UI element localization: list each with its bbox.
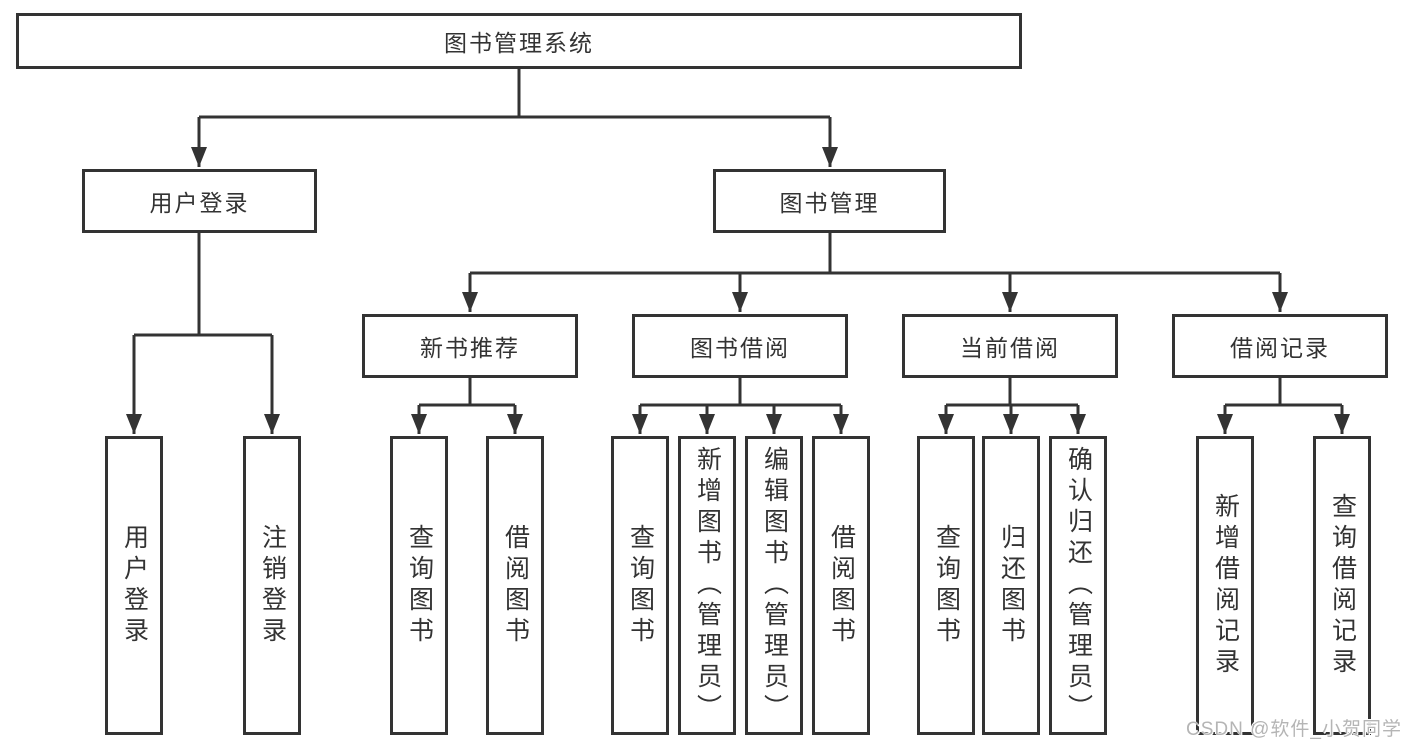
tree-edges — [126, 69, 1350, 434]
leaf-borrow-books-recommend: 借阅图书 — [486, 436, 544, 735]
edge-borrowrecords-leaves — [1225, 378, 1342, 407]
leaf-query-borrow-record: 查询借阅记录 — [1313, 436, 1371, 735]
node-user-login: 用户登录 — [82, 169, 317, 233]
node-borrowing-records: 借阅记录 — [1172, 314, 1388, 378]
leaf-return-books-label: 归还图书 — [997, 523, 1026, 648]
edge-currentborrow-leaves — [946, 378, 1078, 407]
leaf-query-borrow-record-label: 查询借阅记录 — [1328, 492, 1357, 679]
leaf-user-login-label: 用户登录 — [120, 523, 149, 648]
node-new-book-recommend: 新书推荐 — [362, 314, 578, 378]
node-borrowing-records-label: 借阅记录 — [1230, 335, 1330, 361]
edge-bookmgmt-l3 — [470, 233, 1280, 275]
leaf-query-books-label: 查询图书 — [626, 523, 655, 648]
edge-newbooks-leaves — [419, 378, 515, 407]
leaf-add-borrow-record: 新增借阅记录 — [1196, 436, 1254, 735]
node-new-book-recommend-label: 新书推荐 — [420, 335, 520, 361]
leaf-add-books-admin: 新增图书（管理员） — [678, 436, 736, 735]
leaf-borrow-books: 借阅图书 — [812, 436, 870, 735]
leaf-query-books-current-label: 查询图书 — [932, 523, 961, 648]
leaf-add-borrow-record-label: 新增借阅记录 — [1211, 492, 1240, 679]
leaf-user-login: 用户登录 — [105, 436, 163, 735]
leaf-edit-books-admin-label: 编辑图书（管理员） — [760, 446, 789, 725]
node-current-borrowing: 当前借阅 — [902, 314, 1118, 378]
node-book-borrowing-label: 图书借阅 — [690, 335, 790, 361]
leaf-confirm-return-admin: 确认归还（管理员） — [1049, 436, 1107, 735]
leaf-return-books: 归还图书 — [982, 436, 1040, 735]
leaf-query-books-current: 查询图书 — [917, 436, 975, 735]
leaf-query-books-recommend: 查询图书 — [390, 436, 448, 735]
node-root-system: 图书管理系统 — [16, 13, 1022, 69]
leaf-borrow-books-recommend-label: 借阅图书 — [501, 523, 530, 648]
leaf-borrow-books-label: 借阅图书 — [827, 523, 856, 648]
leaf-query-books-recommend-label: 查询图书 — [405, 523, 434, 648]
node-book-borrowing: 图书借阅 — [632, 314, 848, 378]
node-book-management: 图书管理 — [713, 169, 946, 233]
leaf-edit-books-admin: 编辑图书（管理员） — [745, 436, 803, 735]
edge-root-l2 — [199, 69, 830, 119]
node-root-system-label: 图书管理系统 — [444, 30, 594, 56]
node-current-borrowing-label: 当前借阅 — [960, 335, 1060, 361]
leaf-logout: 注销登录 — [243, 436, 301, 735]
leaf-add-books-admin-label: 新增图书（管理员） — [693, 446, 722, 725]
node-user-login-label: 用户登录 — [149, 190, 250, 216]
leaf-logout-label: 注销登录 — [258, 523, 287, 648]
leaf-query-books: 查询图书 — [611, 436, 669, 735]
edge-userlogin-leaves — [134, 233, 272, 337]
leaf-confirm-return-admin-label: 确认归还（管理员） — [1064, 446, 1093, 725]
csdn-watermark: CSDN @软件_小贺同学 — [1186, 719, 1402, 740]
edge-bookborrow-leaves — [640, 378, 841, 407]
node-book-management-label: 图书管理 — [779, 190, 880, 216]
